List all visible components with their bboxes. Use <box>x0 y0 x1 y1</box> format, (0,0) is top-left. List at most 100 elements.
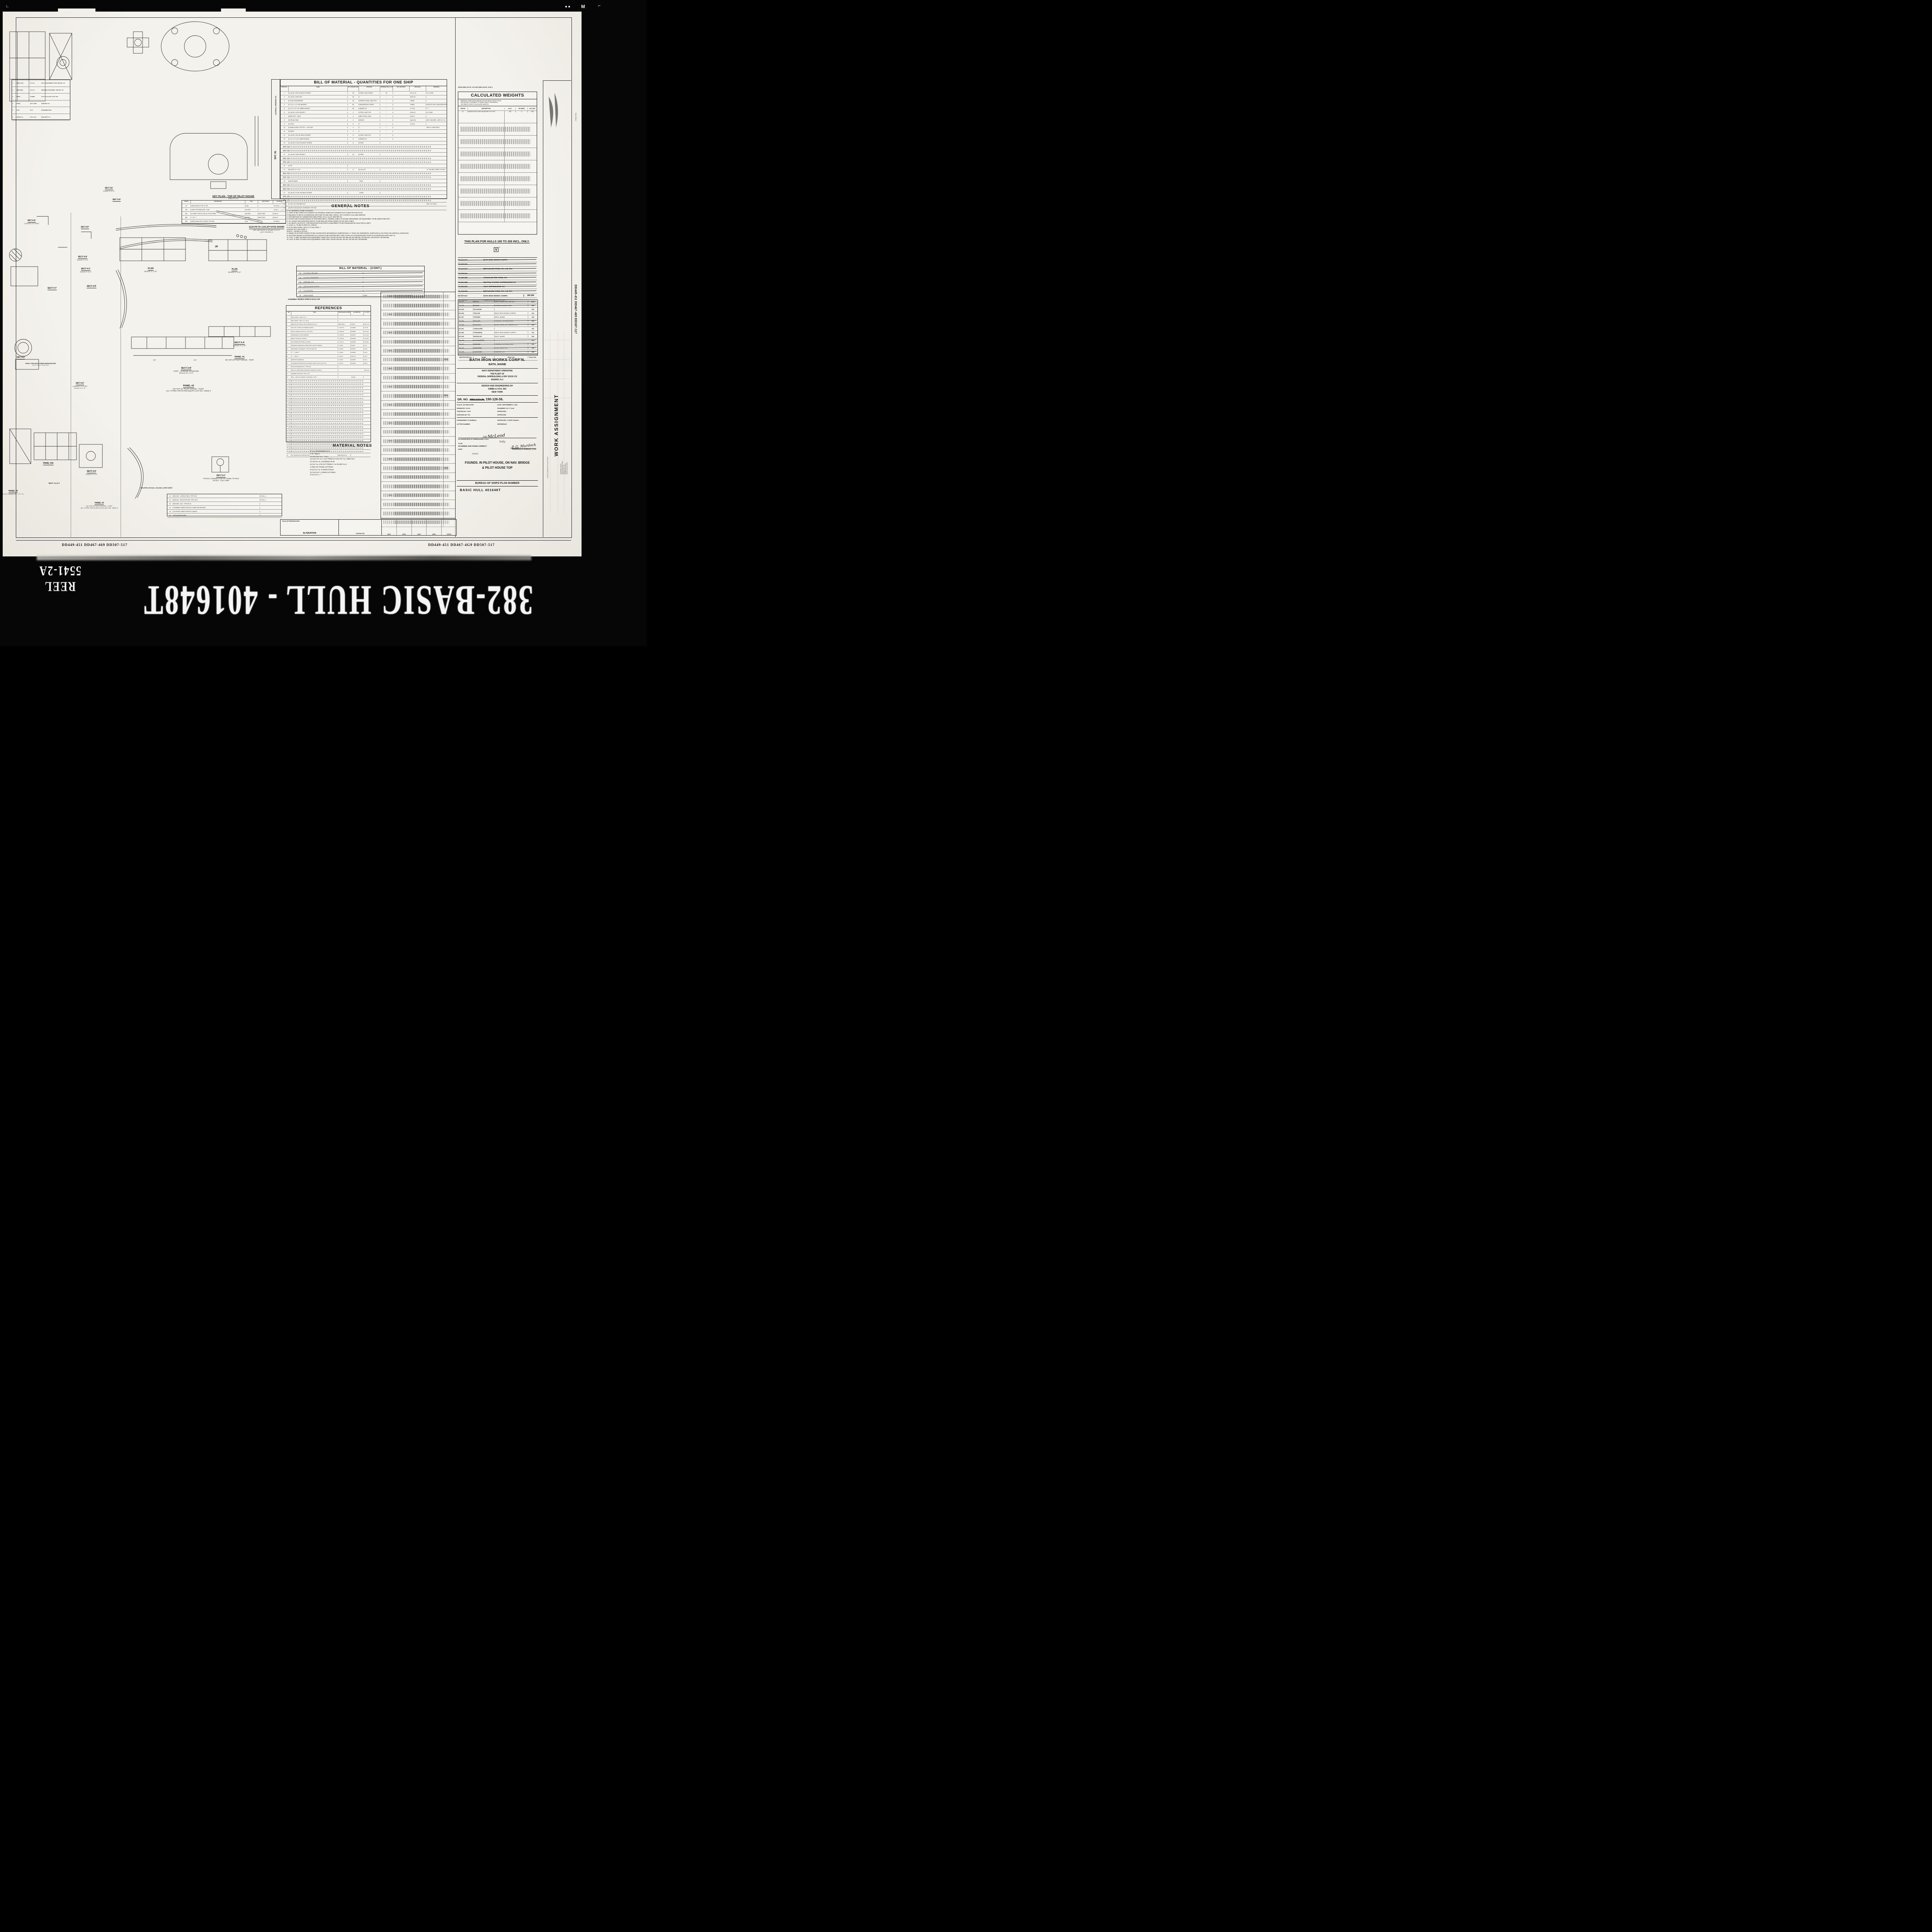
material-note-line: 1¾"x1¾"x⅜" L FROM CUTTINGS <box>310 471 336 473</box>
drawing-label: DET.'4-P' <box>81 226 89 229</box>
dd-stamp-right: DD449-451 DD467-4G9 DD507-517 <box>428 543 495 547</box>
calculated-weights-table: CALCULATED WEIGHTS WHERE BU. SHIPS DETAI… <box>458 92 537 235</box>
destroyer-row: DD 450 O'BANNON BATH IRON WORKS CORP'N 1… <box>458 331 537 335</box>
key-plan: KEY PLAN - TOP OF PILOT HOUSE SCALE ¼"=1… <box>182 195 286 224</box>
drawing-label: PLAN SCALE 1"=1'-0" <box>228 268 241 273</box>
hulls-note: THIS PLAN FOR HULLS 190 TO 206 INCL. ONL… <box>464 240 530 243</box>
bom-row: 22 <box>281 172 447 176</box>
reference-row: 24 <box>286 397 371 401</box>
material-note-line: 1¾"x¾" AL A FB CUT FROM ¾" AL ℞ MKP AA-3 <box>310 463 347 466</box>
bom-row: 8 SPECIAL RING 4 BRASS ″ QQ-W-34 3/32" D… <box>281 118 447 122</box>
builder-row: DD 526-541 - <box>458 271 537 276</box>
bom-cont-row: 34 ⅜ DIA LOCKWASHER <box>297 276 424 280</box>
dd-side-stamp: DD449-451 DD467-469 DD507-517 <box>574 284 578 334</box>
microfilm-frame: L. ●● M ⌐ <box>0 0 646 646</box>
bom-row: 7 WING NUT - GALV 4 MED.STEEL-GALV ″ 44-… <box>281 114 447 119</box>
reference-row: 12 ″ ″ ″ - DETS. ″ ″ ″ -1500-7 401571T -… <box>286 355 371 358</box>
equipment-strip: 9'-6" 4'-6" 3'-9" <box>381 292 456 527</box>
reference-row: 25 <box>286 400 371 404</box>
destroyer-row: DD 469 DE HAVEN 195 <box>458 308 537 311</box>
film-footer-title: 382-BASIC HULL - 401648T <box>143 577 533 624</box>
key-plan-scale: SCALE ¼"=1'-0" <box>228 198 239 199</box>
drawing-label: PANEL #4A <box>43 462 54 465</box>
reference-row: 13 PAINTING SCHEDULE ″ -1910-1 401385T -… <box>286 358 371 362</box>
work-col-note: 2.6-21.42 22-36.25 4-9.27.29 37 40-45 <box>547 457 549 478</box>
calc-row <box>458 173 537 185</box>
reel-line: REEL <box>44 579 76 594</box>
reference-row: 2 DET. SPECS., SECT. N-1, PG 21 <box>286 319 371 323</box>
general-note: 11. SYM. 'A' (REF 36) INDICATES EQUIPMEN… <box>287 236 389 239</box>
builder-row: DD 569-580 - CONSOLIDATED STEEL CO. <box>458 276 537 280</box>
general-notes: GENERAL NOTES 1. ALL MATERIAL TO BE AS N… <box>287 204 414 241</box>
column-divider <box>455 17 456 537</box>
equipment-row: 4'-6" <box>381 310 455 320</box>
sheet-notch <box>58 9 95 12</box>
general-note: RIVETS - GRADE E 43-R-5d <box>287 230 307 233</box>
alteration-col: DATE <box>382 520 397 535</box>
revision-prime: ' <box>499 247 500 250</box>
dd-stamp-left: DD449-451 DD467-469 DD507-517 <box>62 543 128 547</box>
bom-cont-row: 33 ⅜-16 NC-3 HEX NUT <box>297 271 424 276</box>
reference-row: 11 ″ ″ ″ - TYPES ″ ″ ″ -1500-6 401558T -… <box>286 351 371 355</box>
contractor-label: CONTRACTOR <box>355 533 365 534</box>
destroyer-row: DD 447 JENKINS FEDERAL SHIPBUILDING 200 <box>458 342 537 346</box>
reference-row: 38 <box>286 446 371 450</box>
general-note: 3. WELDING TO BE IN ACCORDANCE WITH REF … <box>287 214 366 216</box>
material-note-line: 4" ℞ ″ B54-4 <box>310 452 320 455</box>
drawing-label: PANEL #1 ON TOP OF PILOT HOUSE - PORT <box>225 356 254 361</box>
equipment-row <box>381 410 455 419</box>
drawing-label: DELETED ON HULL 202 AND LATER SHIPS <box>140 487 173 489</box>
holdup-label: HOLD-UP RESERVATIONS <box>282 520 300 522</box>
reference-row: 37 <box>286 443 371 447</box>
equipment-row: 5'-8" <box>381 455 455 464</box>
reference-row: 35 <box>286 435 371 439</box>
work-side-note: ASSEMBLY OF ALL FDN'S/UNITS/BATTERY BOXE… <box>560 461 568 474</box>
references-table: REFERENCES NO TITLE FED.S.B.&D.D.CO DRG … <box>286 305 371 457</box>
examined-label: EXAMINED AND FOUND CORRECT <box>458 445 487 447</box>
destroyer-row: DD 467 STRONG BATH, MAINE 193 <box>458 315 537 319</box>
bom-row: 15 <box>281 145 447 149</box>
key-plan-row: 908 SWITCH MULTIPLE, ROTARY TYPE JBS 10#… <box>182 219 286 223</box>
key-plan-row: 789 LAMP TYPE INDICATOR - 3 DIR. 2#-14OZ… <box>182 208 286 212</box>
admin-row: DRAWN BY: H.H.S.EXAMINED: W. P. Trent <box>457 407 514 409</box>
reference-row: 34 <box>286 432 371 436</box>
material-note-line: 6"x1¾"x¼" AL P FROM STOCK <box>310 468 334 471</box>
material-note-line: 4½"x5"x⅜" AL L MARKED A5-29 <box>310 461 335 463</box>
subject-line: FOUNDS. IN PILOT HOUSE, ON NAV. BRIDGE <box>464 461 530 464</box>
title-block: BATH IRON WORKS CORP'N. BATH, MAINE NAVY… <box>457 355 538 537</box>
calc-row <box>458 123 537 136</box>
drawing-label: DET.'4-S' LOOKING TO PORT <box>24 219 39 224</box>
drawing-label: DET.'2-C' TYPICAL CONNECTION OF PANEL TO… <box>202 474 240 481</box>
drawing-label: 12⅝" <box>153 359 156 361</box>
builder-row: DD 603-631 - <box>458 262 537 267</box>
signature-caption: for SUPERVISOR OF SHIPBUILDING, U.S.N. <box>458 437 536 440</box>
calc-row: 21 FNDS IN PILOT HSE ON NAV BR & P H TOP… <box>458 111 537 124</box>
table-row: 5 FELT 1'3" SCREWED IN OIL <box>12 107 70 114</box>
equipment-row <box>381 509 455 518</box>
table-row: 1 STEEL 'M-N' 7.5 LB CUT & MACHINED TO S… <box>12 80 70 87</box>
film-smear <box>37 555 531 560</box>
reference-row: 23 <box>286 393 371 397</box>
material-note-line: 1.765# F.B. FROM CUTTINGS <box>310 466 333 468</box>
bottom-ref-row: 44 TERMINAL TUBES FOR ELEC CABLE END SEA… <box>167 506 282 510</box>
bom-row: 14 ⅜-16 NC-3 FLAT HD MACH SCREW 8 STEEL <box>281 141 447 145</box>
reference-row: 28 <box>286 411 371 415</box>
navy-line: THE PLANT OF <box>490 372 505 375</box>
drawing-label: DET.'3-D' <box>112 199 121 202</box>
key-plan-row: 82 SNAP SWITCH TYPE 'CC' DP 175# 9-S-471… <box>182 204 286 208</box>
bom-row: 21 ALUM ℞ ⅜" x 1½" 6 AL ALLOY ⅛" THK MIN… <box>281 168 447 172</box>
reference-row: 1 GEN. SPECS., SECT. N-1-1 <box>286 316 371 320</box>
general-note: 1. ALL MATERIAL TO BE AS NOTED. <box>287 210 313 212</box>
reference-row: 30 <box>286 418 371 422</box>
bom-row: 1 ⅜-16 NC-3 RD HD MACH SCREW 28 STEEL-CA… <box>281 92 447 95</box>
table-row: 2 MED.STEEL 4.2 LB REAMED & MACHINED ″ S… <box>12 87 70 94</box>
drawing-label: SECT.'4-R' <box>87 285 97 288</box>
navy-line: NAVY DEPARTMENT OPERATING <box>482 370 513 372</box>
reference-row: 14 LOCKERS FOR PEACOATS, ATHLETIC GEAR, … <box>286 362 371 365</box>
design-line: GIBBS & COX, INC <box>488 388 507 391</box>
bottom-ref-row: 45 STUFFING TUBES FOR ELEC CABLES <box>167 510 282 514</box>
